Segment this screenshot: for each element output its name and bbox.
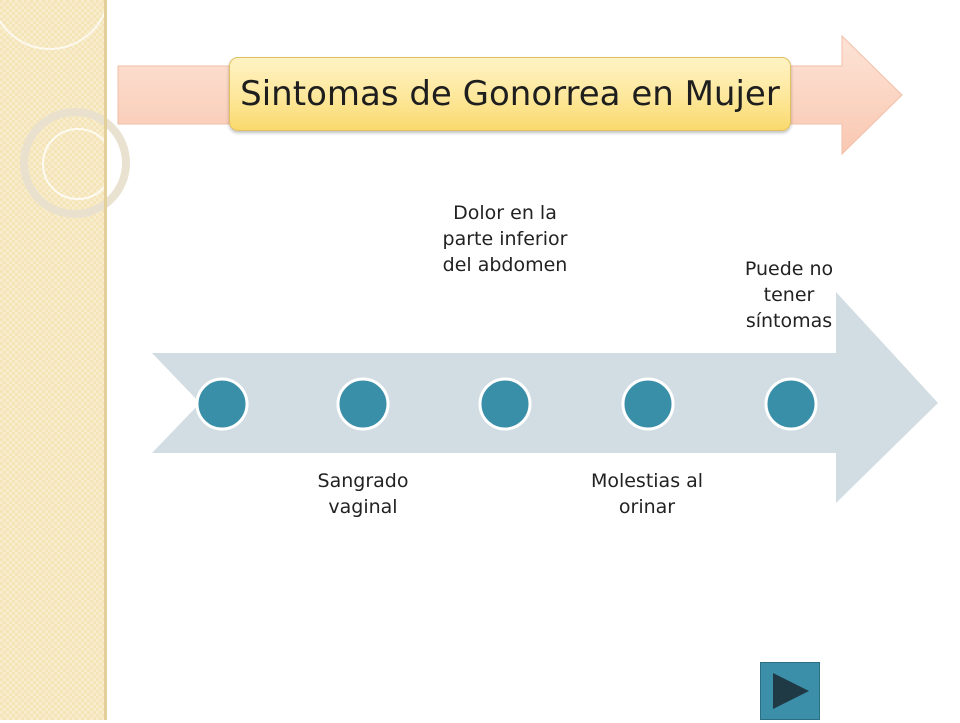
decorative-sidebar: [0, 0, 130, 720]
decorative-ring: [42, 128, 114, 200]
sidebar-edge: [104, 0, 107, 720]
page-title: Sintomas de Gonorrea en Mujer: [240, 74, 780, 114]
title-box: Sintomas de Gonorrea en Mujer: [229, 57, 791, 131]
step-label-dolor: Dolor en la parte inferior del abdomen: [442, 202, 568, 276]
step-label-molestias: Molestias al orinar: [590, 470, 704, 518]
step-dot: [764, 377, 818, 431]
step-dot: [195, 377, 249, 431]
step-dot: [336, 377, 390, 431]
next-slide-button[interactable]: [760, 662, 820, 720]
step-dot: [478, 377, 532, 431]
step-label-sangrado: Sangrado vaginal: [317, 470, 409, 518]
decorative-ring: [20, 108, 130, 218]
step-dot: [621, 377, 675, 431]
play-arrow-icon: [773, 673, 809, 709]
step-label-sin-sintomas: Puede no tener síntomas: [744, 258, 834, 332]
timeline-arrow-shape: [152, 292, 938, 503]
step-dots: [195, 377, 818, 431]
